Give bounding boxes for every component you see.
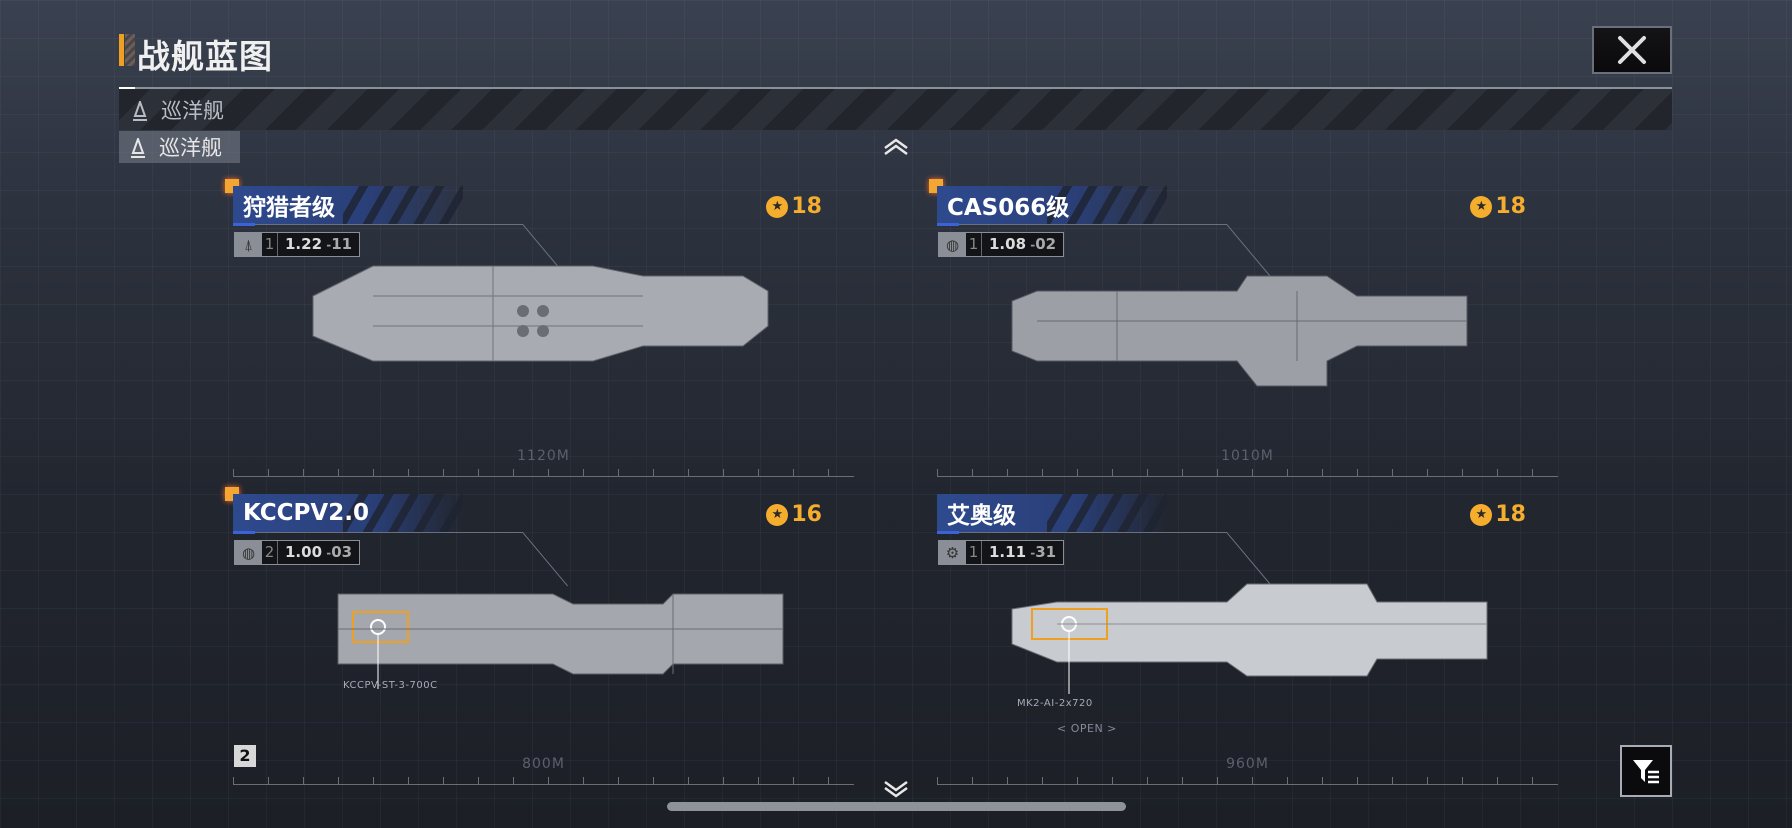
close-icon — [1618, 36, 1646, 64]
page-title: 战舰蓝图 — [119, 30, 273, 78]
option-label: 巡洋舰 — [159, 136, 222, 160]
filter-icon — [1633, 760, 1659, 784]
globe-icon: ◍ — [235, 541, 262, 564]
length-ruler — [937, 469, 1558, 477]
ship-type-dropdown[interactable]: 巡洋舰 — [119, 87, 1672, 130]
ship-name: 狩猎者级 — [243, 195, 335, 221]
ship-length: 960M — [1226, 756, 1269, 772]
ship-image — [312, 265, 769, 362]
weapon-callout: MK2-AI-2x720 — [1017, 698, 1093, 709]
power-badge: ★18 — [1470, 194, 1526, 219]
ship-length: 1120M — [517, 448, 570, 464]
open-label: < OPEN > — [1057, 722, 1117, 735]
cruiser-icon — [127, 136, 149, 158]
ship-image — [337, 593, 784, 689]
ship-image — [1011, 583, 1488, 694]
weapon-callout: KCCPV-ST-3-700C — [343, 680, 438, 691]
globe-icon: ◍ — [939, 233, 966, 256]
ship-name: CAS066级 — [947, 195, 1070, 221]
ship-length: 800M — [522, 756, 565, 772]
medal-icon: ★ — [1470, 195, 1493, 218]
power-badge: ★18 — [766, 194, 822, 219]
ship-image — [1011, 275, 1468, 387]
dropdown-value: 巡洋舰 — [161, 98, 224, 123]
length-ruler — [937, 777, 1558, 785]
length-ruler — [233, 777, 854, 785]
close-button[interactable] — [1592, 26, 1672, 74]
scroll-down-chevron-icon[interactable] — [880, 780, 912, 800]
power-badge: ★18 — [1470, 502, 1526, 527]
medal-icon: ★ — [766, 503, 789, 526]
medal-icon: ★ — [766, 195, 789, 218]
globe-gear-icon: ⚙ — [939, 541, 966, 564]
scroll-up-chevron-icon[interactable] — [880, 136, 912, 156]
ship-name: KCCPV2.0 — [243, 500, 369, 526]
power-badge: ★16 — [766, 502, 822, 527]
page-badge: 2 — [234, 745, 256, 767]
length-ruler — [233, 469, 854, 477]
cruiser-icon — [129, 99, 151, 121]
ship-length: 1010M — [1221, 448, 1274, 464]
home-indicator[interactable] — [667, 802, 1126, 811]
ship-name: 艾奥级 — [947, 503, 1016, 529]
destroyer-icon: ⍋ — [235, 233, 262, 256]
ship-type-option-cruiser[interactable]: 巡洋舰 — [119, 131, 240, 163]
medal-icon: ★ — [1470, 503, 1493, 526]
filter-button[interactable] — [1620, 745, 1672, 797]
